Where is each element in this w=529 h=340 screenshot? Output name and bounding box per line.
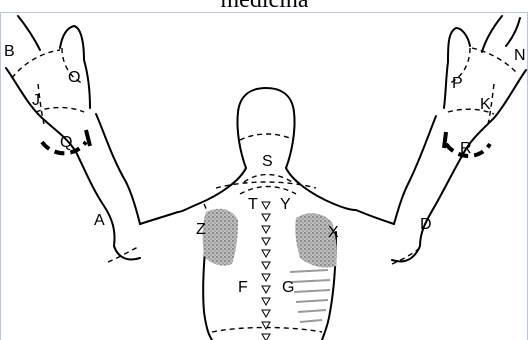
right-wrist-mark	[444, 132, 446, 148]
spine-markers	[262, 202, 270, 340]
label-t: T	[248, 196, 258, 213]
right-arm	[356, 16, 526, 261]
label-n: N	[514, 47, 526, 64]
label-j: J	[32, 92, 40, 109]
label-g: G	[282, 279, 294, 296]
dermatome-diagram: B O J Q A Z S T Y X D R K P N F G	[0, 12, 529, 340]
label-a: A	[94, 212, 105, 229]
label-y: Y	[280, 196, 291, 213]
label-r: R	[460, 140, 472, 157]
label-x: X	[328, 224, 339, 241]
label-s: S	[262, 153, 273, 170]
label-d: D	[420, 216, 432, 233]
label-b: B	[4, 43, 15, 60]
label-o: O	[68, 69, 80, 86]
hatched-region-right	[290, 270, 330, 322]
left-arm	[6, 16, 178, 260]
shaded-region-left	[203, 209, 238, 266]
label-p: P	[452, 75, 463, 92]
label-q: Q	[60, 134, 72, 151]
label-f: F	[238, 279, 248, 296]
label-k: K	[480, 96, 491, 113]
label-z: Z	[196, 221, 206, 238]
